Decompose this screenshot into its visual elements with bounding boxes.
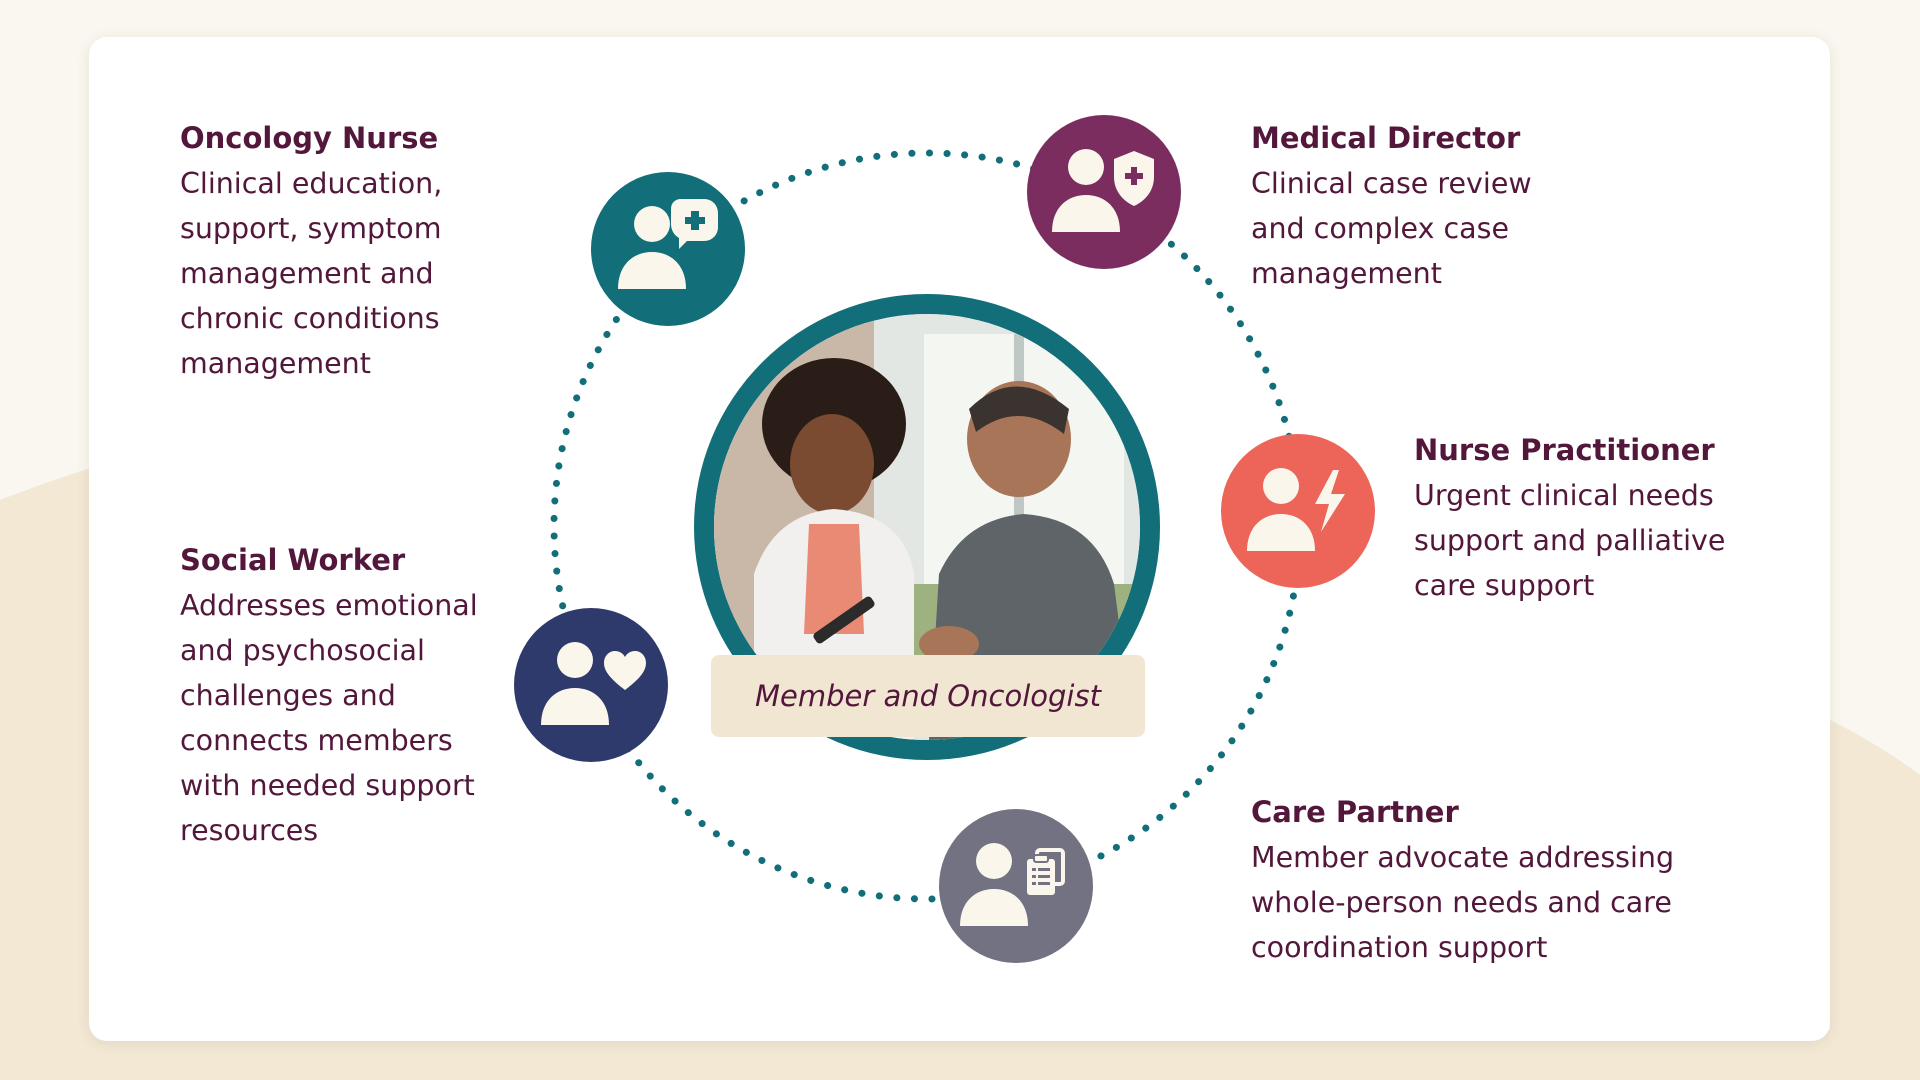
- person-medical-plus-icon: [591, 172, 745, 326]
- person-clipboard-icon: [939, 809, 1093, 963]
- role-description: Clinical case review and complex case ma…: [1251, 167, 1532, 290]
- role-oncology-nurse: Oncology Nurse Clinical education, suppo…: [180, 116, 520, 386]
- role-description: Clinical education, support, symptom man…: [180, 167, 443, 380]
- role-title: Care Partner: [1251, 795, 1459, 829]
- role-description: Urgent clinical needs support and pallia…: [1414, 479, 1726, 602]
- background-wave-bottom: [0, 1030, 1920, 1080]
- role-title: Social Worker: [180, 543, 406, 577]
- role-medical-director: Medical Director Clinical case review an…: [1251, 116, 1671, 296]
- role-social-worker: Social Worker Addresses emotional and ps…: [180, 538, 560, 853]
- role-care-partner: Care Partner Member advocate addressing …: [1251, 790, 1791, 970]
- role-title: Medical Director: [1251, 121, 1521, 155]
- person-shield-icon: [1027, 115, 1181, 269]
- role-title: Oncology Nurse: [180, 121, 439, 155]
- role-description: Member advocate addressing whole-person …: [1251, 841, 1675, 964]
- background-wave-right: [1830, 720, 1920, 1080]
- role-nurse-practitioner: Nurse Practitioner Urgent clinical needs…: [1414, 428, 1814, 608]
- role-description: Addresses emotional and psychosocial cha…: [180, 589, 478, 847]
- person-heart-icon: [514, 608, 668, 762]
- role-title: Nurse Practitioner: [1414, 433, 1715, 467]
- person-lightning-icon: [1221, 434, 1375, 588]
- center-caption: Member and Oncologist: [711, 655, 1145, 737]
